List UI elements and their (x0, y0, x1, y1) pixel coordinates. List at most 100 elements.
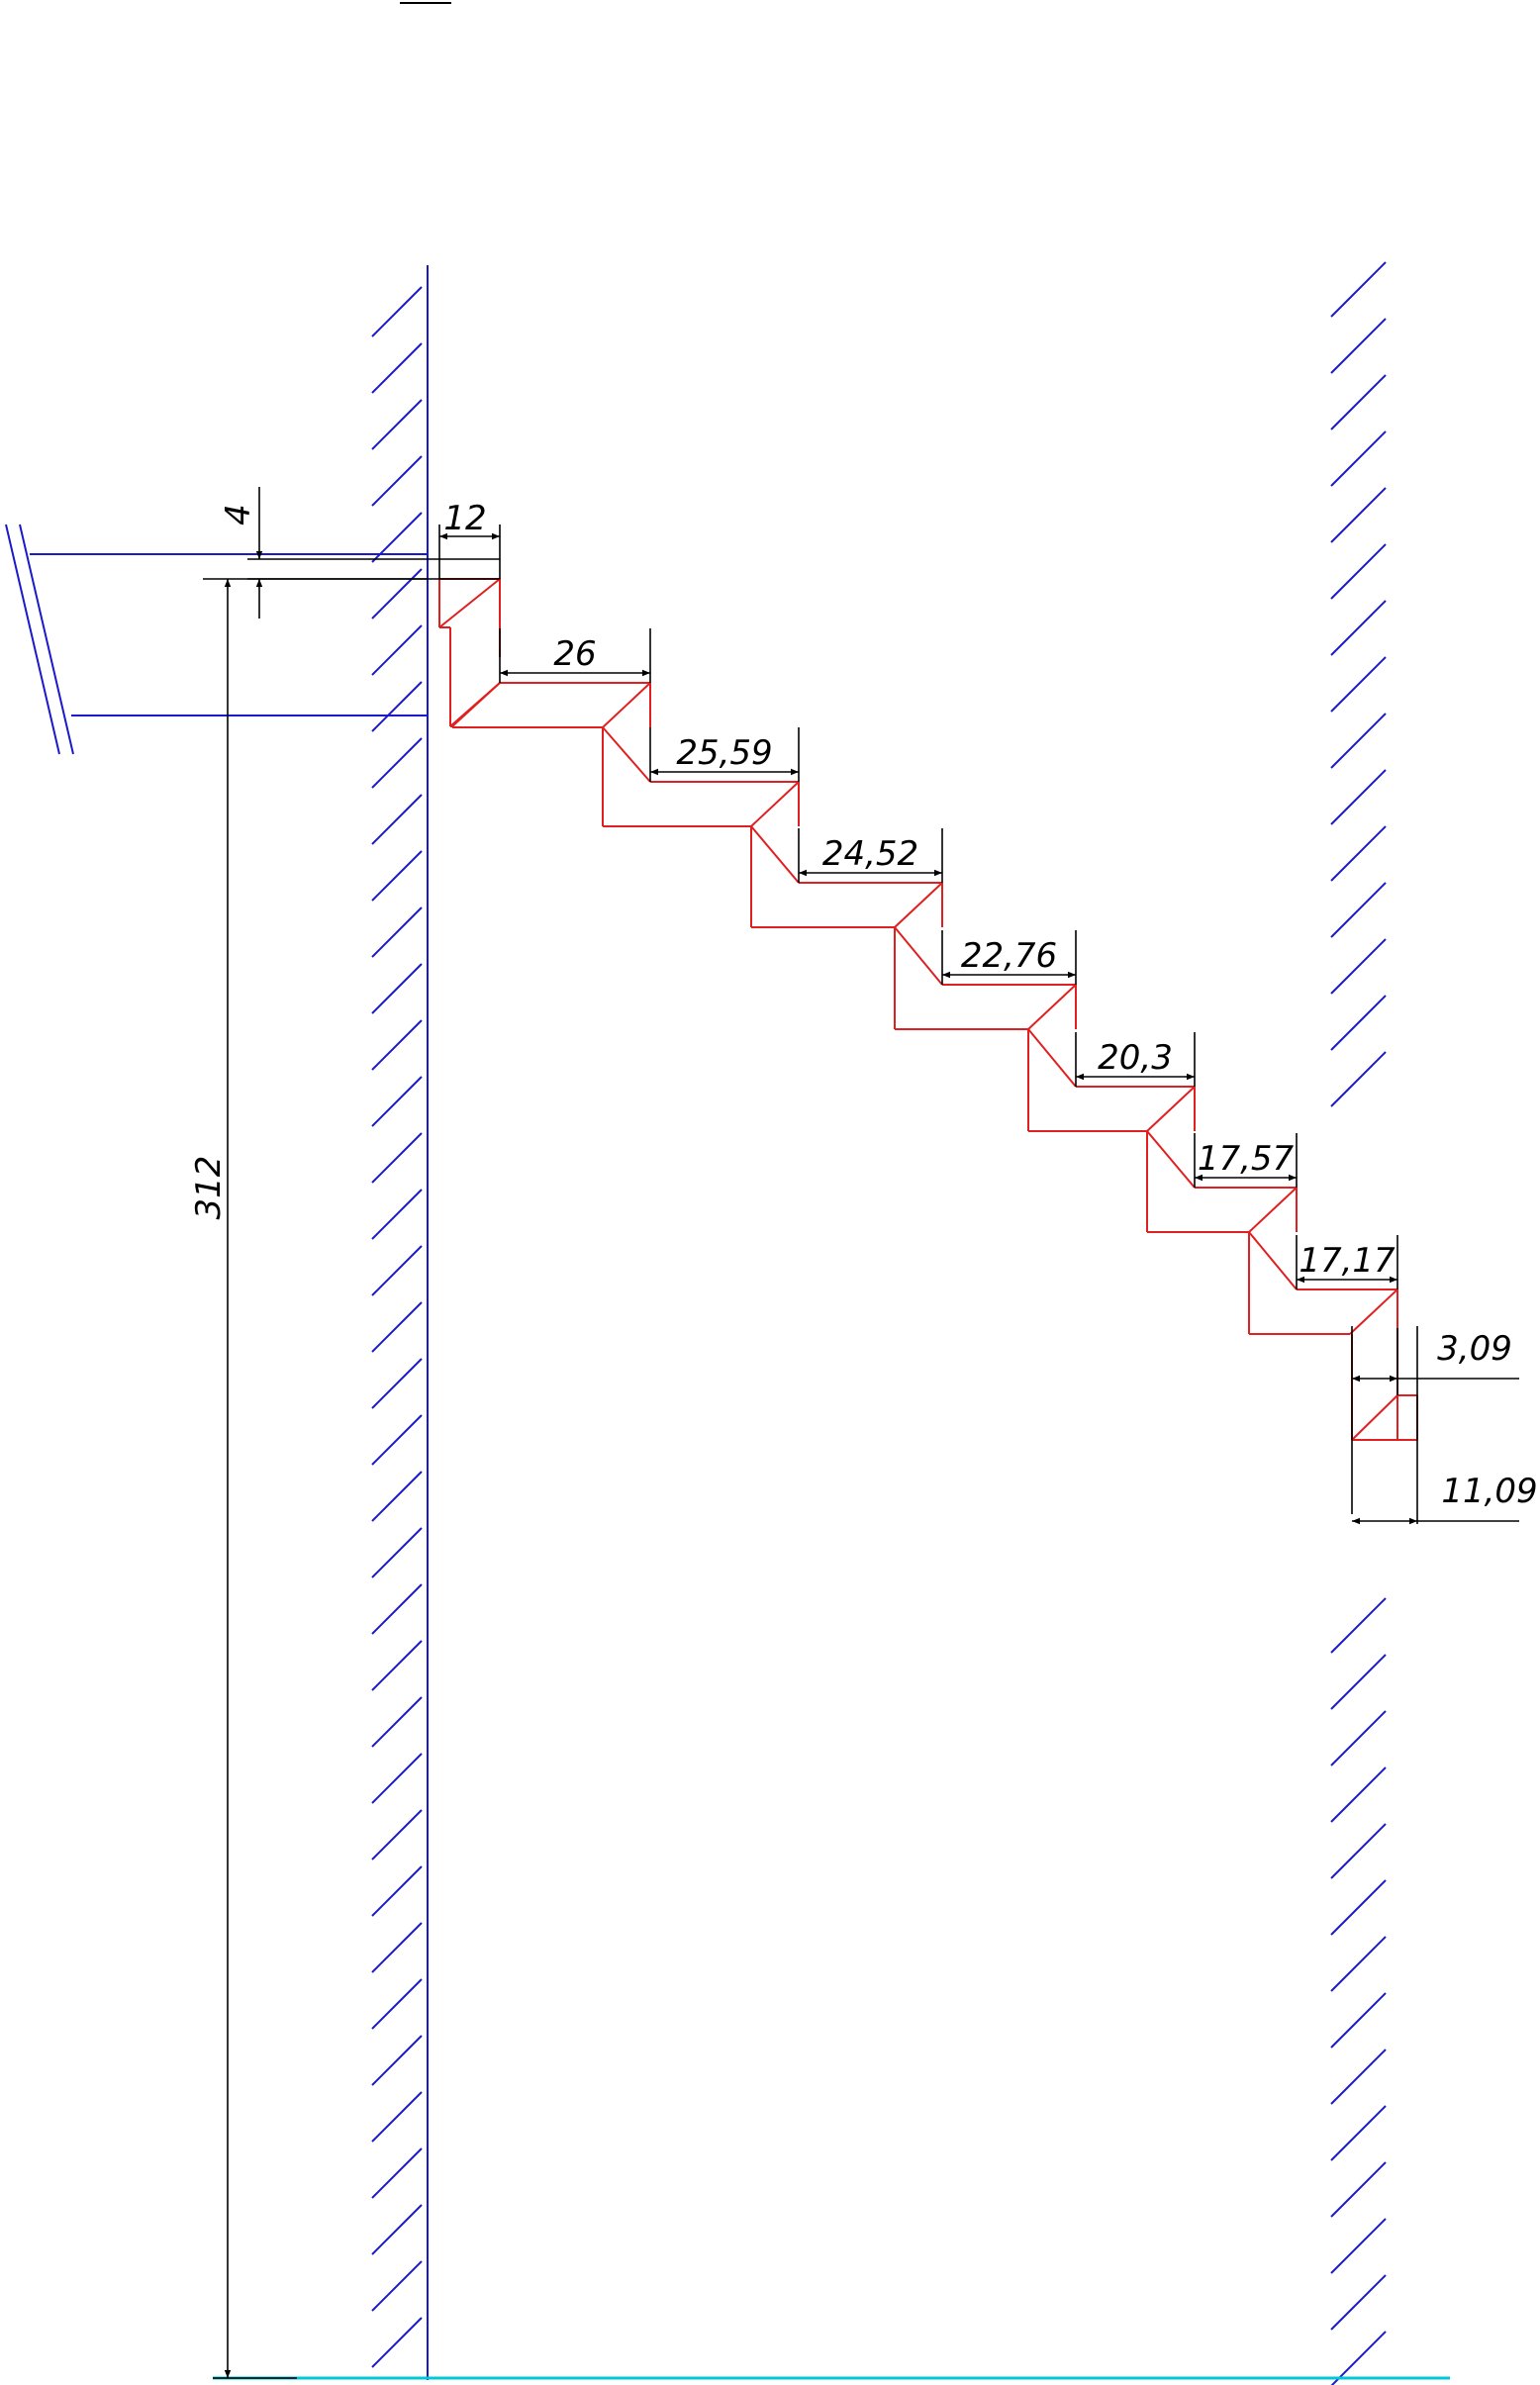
hatch-mark (1330, 2049, 1387, 2105)
hatch-mark (1330, 1879, 1387, 1936)
hatch-mark (1330, 374, 1387, 430)
stair-diagonal (1351, 1394, 1398, 1441)
stair-diagonal (1146, 1130, 1196, 1189)
first-tread-label: 12 (443, 499, 486, 538)
hatch-mark (1330, 825, 1387, 882)
hatch-mark (1330, 487, 1387, 543)
left-wall-hatching (371, 286, 423, 2368)
hatch-mark (1330, 656, 1387, 713)
tread-width-label: 17,57 (1198, 1139, 1295, 1179)
hatch-mark (1330, 882, 1387, 938)
top-offset-dimension (247, 487, 500, 619)
hatch-mark (1330, 543, 1387, 600)
hatch-mark (1330, 2218, 1387, 2274)
hatch-mark (371, 342, 423, 394)
hatch-mark (1330, 600, 1387, 656)
stair-diagonal (1248, 1187, 1298, 1233)
stair-diagonal (1027, 1028, 1077, 1088)
hatch-mark (1330, 1936, 1387, 1992)
hatch-mark (371, 1414, 423, 1466)
stair-diagonal (602, 726, 651, 783)
hatch-mark (1330, 769, 1387, 825)
hatch-mark (1330, 995, 1387, 1051)
hatch-mark (371, 1076, 423, 1127)
hatch-mark (371, 963, 423, 1014)
first-tread-dimension (438, 525, 501, 579)
hatch-mark (371, 2147, 423, 2199)
hatch-mark (371, 1640, 423, 1691)
stair-diagonal (451, 682, 501, 727)
hatch-mark (1330, 1992, 1387, 2049)
hatch-mark (371, 1922, 423, 1973)
hatch-mark (371, 1245, 423, 1296)
stair-stringer (438, 578, 1418, 1441)
hatch-mark (1330, 1597, 1387, 1654)
hatch-mark (1330, 2161, 1387, 2218)
dimension-lines (499, 628, 1398, 1289)
hatch-mark (1330, 1766, 1387, 1823)
stair-diagonal (602, 682, 651, 728)
stair-diagonal (750, 825, 800, 884)
hatch-mark (371, 286, 423, 337)
hatch-mark (371, 455, 423, 507)
hatch-mark (1330, 261, 1387, 318)
hatch-mark (371, 1132, 423, 1184)
hatch-mark (371, 794, 423, 845)
hatch-mark (371, 1753, 423, 1804)
hatch-mark (371, 624, 423, 676)
hatch-mark (371, 2035, 423, 2086)
tread-width-label: 26 (553, 634, 596, 674)
hatch-mark (371, 568, 423, 620)
tread-width-label: 17,17 (1299, 1241, 1396, 1281)
hatch-mark (1330, 318, 1387, 374)
left-wall (371, 265, 429, 2380)
hatch-mark (371, 1471, 423, 1522)
tread-width-label: 24,52 (822, 834, 918, 874)
tread-width-label: 20,3 (1098, 1038, 1173, 1078)
hatch-mark (371, 2091, 423, 2143)
hatch-mark (1330, 2105, 1387, 2161)
hatch-mark (371, 1358, 423, 1409)
tread-width-label: 22,76 (961, 936, 1057, 976)
hatch-mark (371, 906, 423, 958)
tread-width-label: 25,59 (676, 733, 772, 773)
hatch-mark (371, 1809, 423, 1860)
right-wall-hatching (1330, 261, 1387, 2385)
hatch-mark (371, 1696, 423, 1748)
hatch-mark (371, 399, 423, 450)
top-offset-label: 4 (219, 504, 258, 525)
stair-diagonal (750, 781, 800, 827)
overall-height-label: 312 (189, 1156, 229, 1220)
stair-diagonal (894, 926, 943, 986)
stair-diagonal (894, 882, 943, 928)
hatch-mark (1330, 2274, 1387, 2331)
hatch-mark (371, 2317, 423, 2368)
overall-height-dimension (203, 578, 428, 2379)
hatch-mark (371, 1019, 423, 1071)
hatch-mark (371, 737, 423, 789)
stair-diagonal (1248, 1231, 1298, 1290)
stair-diagonal (1146, 1086, 1196, 1132)
hatch-mark (371, 1189, 423, 1240)
hatch-mark (371, 681, 423, 732)
last-dimensions (1351, 1326, 1519, 1525)
hatch-mark (371, 2260, 423, 2312)
last-width-label: 11,09 (1441, 1472, 1537, 1511)
hatch-mark (371, 1527, 423, 1578)
hatch-mark (1330, 713, 1387, 769)
hatch-mark (371, 2204, 423, 2255)
tread-labels: 26 25,59 24,52 22,76 20,3 17,57 17,17 (553, 634, 1396, 1281)
hatch-mark (1330, 938, 1387, 995)
hatch-mark (371, 1865, 423, 1917)
hatch-mark (371, 1301, 423, 1353)
hatch-mark (1330, 1654, 1387, 1710)
hatch-mark (1330, 1051, 1387, 1107)
stair-diagonal (1349, 1288, 1398, 1335)
hatch-mark (1330, 1710, 1387, 1766)
hatch-mark (1330, 430, 1387, 487)
hatch-mark (1330, 1823, 1387, 1879)
hatch-mark (371, 850, 423, 902)
hatch-mark (371, 1583, 423, 1635)
landing-slab (5, 524, 428, 755)
